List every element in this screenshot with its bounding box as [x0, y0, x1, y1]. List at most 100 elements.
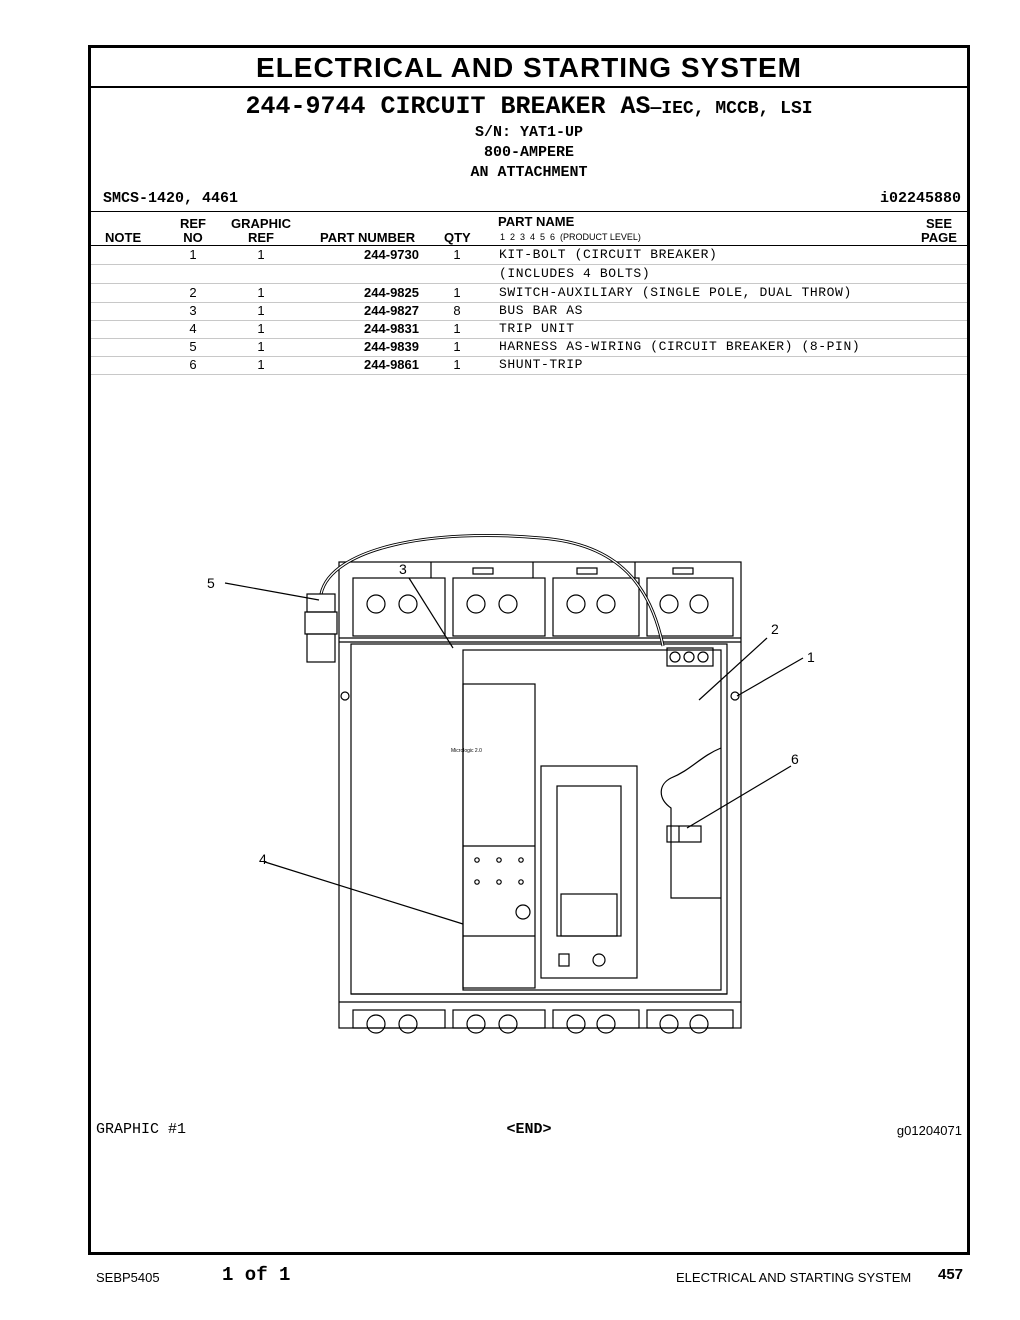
table-header-divider: [91, 245, 967, 246]
header-divider: [91, 211, 967, 212]
circuit-breaker-illustration: Micrologic 2.0 5 3 2 1 6 4: [207, 533, 815, 1034]
table-row: 4 1 244-9831 1 TRIP UNIT: [91, 320, 967, 339]
cell-qty: 1: [453, 321, 461, 336]
col-header-graphic-ref-1: GRAPHIC: [231, 216, 291, 231]
col-header-part-name: PART NAME: [498, 214, 575, 229]
document-identifier: i02245880: [879, 190, 961, 207]
part-suffix: —IEC, MCCB, LSI: [650, 99, 813, 119]
cell-ref-no: 6: [189, 357, 197, 372]
attachment: AN ATTACHMENT: [470, 164, 588, 181]
col-header-ref-no-2: NO: [183, 230, 203, 245]
callout-5: 5: [207, 575, 215, 591]
cell-ref-no: 4: [189, 321, 197, 336]
smcs-code: SMCS-1420, 4461: [103, 190, 239, 207]
callout-6: 6: [791, 751, 799, 767]
bottom-terminal-3: [552, 1009, 640, 1029]
shunt-trip: [666, 825, 702, 843]
top-terminal-2: [452, 577, 546, 637]
cell-qty: 1: [453, 247, 461, 262]
leader-line-4: [264, 861, 464, 925]
cell-qty: 1: [453, 339, 461, 354]
graphic-id: g01204071: [896, 1123, 962, 1138]
col-header-see-page-2: PAGE: [921, 230, 957, 245]
cell-ref-no: 2: [189, 285, 197, 300]
table-row: 6 1 244-9861 1 SHUNT-TRIP: [91, 356, 967, 375]
col-header-graphic-ref-2: REF: [248, 230, 274, 245]
col-header-product-levels: 1 2 3 4 5 6 (PRODUCT LEVEL): [500, 232, 641, 242]
bottom-terminal-4: [646, 1009, 734, 1029]
cell-qty: 1: [453, 285, 461, 300]
table-row: 2 1 244-9825 1 SWITCH-AUXILIARY (SINGLE …: [91, 284, 967, 303]
cell-part-name: KIT-BOLT (CIRCUIT BREAKER): [499, 247, 718, 262]
col-header-part-number: PART NUMBER: [320, 230, 416, 245]
callout-4: 4: [259, 851, 267, 867]
cell-ref-no: 1: [189, 247, 197, 262]
part-number: 244-9744: [245, 92, 366, 121]
callout-2: 2: [771, 621, 779, 637]
footer-section: ELECTRICAL AND STARTING SYSTEM: [676, 1270, 912, 1285]
cell-ref-no: 5: [189, 339, 197, 354]
bottom-terminal-2: [452, 1009, 546, 1029]
terminal-bolts-top: [366, 594, 709, 614]
table-row: (INCLUDES 4 BOLTS): [91, 265, 967, 284]
table-row: 3 1 244-9827 8 BUS BAR AS: [91, 302, 967, 321]
part-title-text: CIRCUIT BREAKER AS: [380, 92, 651, 121]
col-header-qty: QTY: [444, 230, 471, 245]
cell-part-number: 244-9839: [364, 339, 419, 354]
cell-part-name: BUS BAR AS: [499, 303, 584, 318]
leader-line-2: [698, 637, 768, 701]
cell-part-name: SHUNT-TRIP: [499, 357, 584, 372]
leader-line-5: [224, 582, 320, 601]
top-terminal-1: [352, 577, 446, 637]
cell-part-name: SWITCH-AUXILIARY (SINGLE POLE, DUAL THRO…: [499, 285, 852, 300]
trip-unit-label: Micrologic 2.0: [451, 748, 482, 754]
harness-connector-top: [306, 593, 336, 613]
wiring-harness: [319, 533, 665, 647]
end-marker: <END>: [506, 1121, 552, 1138]
cell-part-number: 244-9827: [364, 303, 419, 318]
breaker-body-outline: [338, 561, 742, 1029]
page-frame: ELECTRICAL AND STARTING SYSTEM 244-9744 …: [88, 45, 970, 1255]
col-header-ref-no-1: REF: [180, 216, 206, 231]
operating-handle-window: [540, 765, 638, 979]
graphic-title: GRAPHIC #1: [96, 1121, 187, 1138]
footer-page-number: 457: [938, 1266, 964, 1283]
cell-graphic-ref: 1: [257, 303, 265, 318]
cell-graphic-ref: 1: [257, 247, 265, 262]
cell-part-name: (INCLUDES 4 BOLTS): [499, 266, 651, 281]
table-row: 1 1 244-9730 1 KIT-BOLT (CIRCUIT BREAKER…: [91, 246, 967, 265]
cell-part-number: 244-9861: [364, 357, 419, 372]
harness-connector-plug: [306, 633, 336, 663]
part-title: 244-9744 CIRCUIT BREAKER AS—IEC, MCCB, L…: [91, 92, 967, 121]
auxiliary-switch: [666, 647, 714, 667]
trip-unit: [462, 683, 536, 989]
cell-graphic-ref: 1: [257, 339, 265, 354]
cell-graphic-ref: 1: [257, 357, 265, 372]
top-terminal-4: [646, 577, 734, 637]
section-title: ELECTRICAL AND STARTING SYSTEM: [256, 52, 802, 83]
cell-part-number: 244-9730: [364, 247, 419, 262]
trip-unit-housing: [462, 649, 722, 991]
cell-part-number: 244-9831: [364, 321, 419, 336]
serial-range: S/N: YAT1-UP: [474, 124, 584, 141]
leader-line-3: [408, 577, 454, 649]
col-header-see-page-1: SEE: [925, 216, 952, 231]
cell-qty: 8: [453, 303, 461, 318]
cell-graphic-ref: 1: [257, 285, 265, 300]
cell-part-name: TRIP UNIT: [499, 321, 575, 336]
footer-page-of: 1 of 1: [222, 1264, 291, 1286]
col-header-note: NOTE: [105, 230, 142, 245]
cell-qty: 1: [453, 357, 461, 372]
rating: 800-AMPERE: [483, 144, 574, 161]
bottom-terminal-1: [352, 1009, 446, 1029]
leader-line-1: [736, 657, 804, 697]
callout-1: 1: [807, 649, 815, 665]
footer-doc-code: SEBP5405: [96, 1270, 160, 1285]
cell-part-name: HARNESS AS-WIRING (CIRCUIT BREAKER) (8-P…: [499, 339, 861, 354]
terminal-bolts-bottom: [366, 1014, 709, 1034]
title-divider: [91, 86, 967, 88]
cell-part-number: 244-9825: [364, 285, 419, 300]
leader-line-6: [686, 765, 792, 829]
table-row: 5 1 244-9839 1 HARNESS AS-WIRING (CIRCUI…: [91, 338, 967, 357]
top-terminal-3: [552, 577, 640, 637]
